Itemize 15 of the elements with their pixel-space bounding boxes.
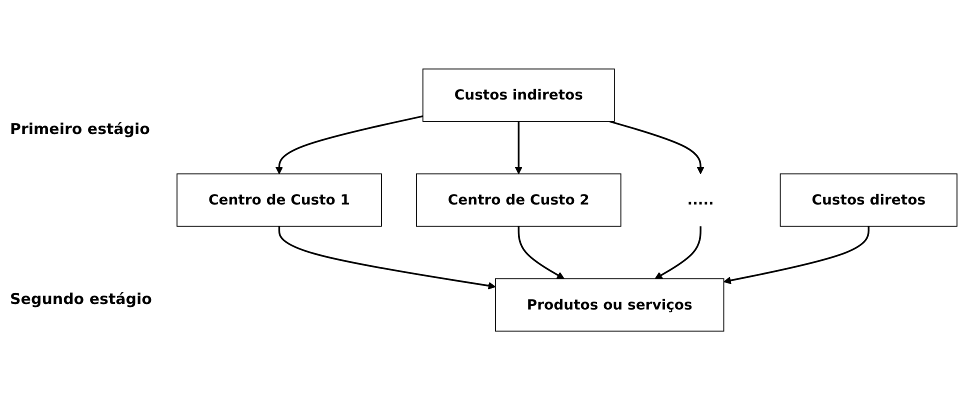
node-box: Produtos ou serviços: [495, 278, 724, 332]
node-box: Custos indiretos: [422, 68, 615, 122]
stage-label: Primeiro estágio: [10, 120, 150, 138]
arrow: [723, 226, 870, 284]
stage-label: Segundo estágio: [10, 290, 152, 308]
arrow: [609, 120, 704, 174]
node-box: Centro de Custo 1: [176, 173, 382, 227]
arrow: [518, 226, 564, 279]
arrow: [278, 226, 496, 290]
node-box: Custos diretos: [780, 173, 958, 227]
arrow: [514, 121, 522, 174]
node-box: Centro de Custo 2: [416, 173, 622, 227]
arrow: [654, 226, 702, 279]
arrow: [275, 115, 424, 174]
node-text: .....: [687, 191, 714, 208]
